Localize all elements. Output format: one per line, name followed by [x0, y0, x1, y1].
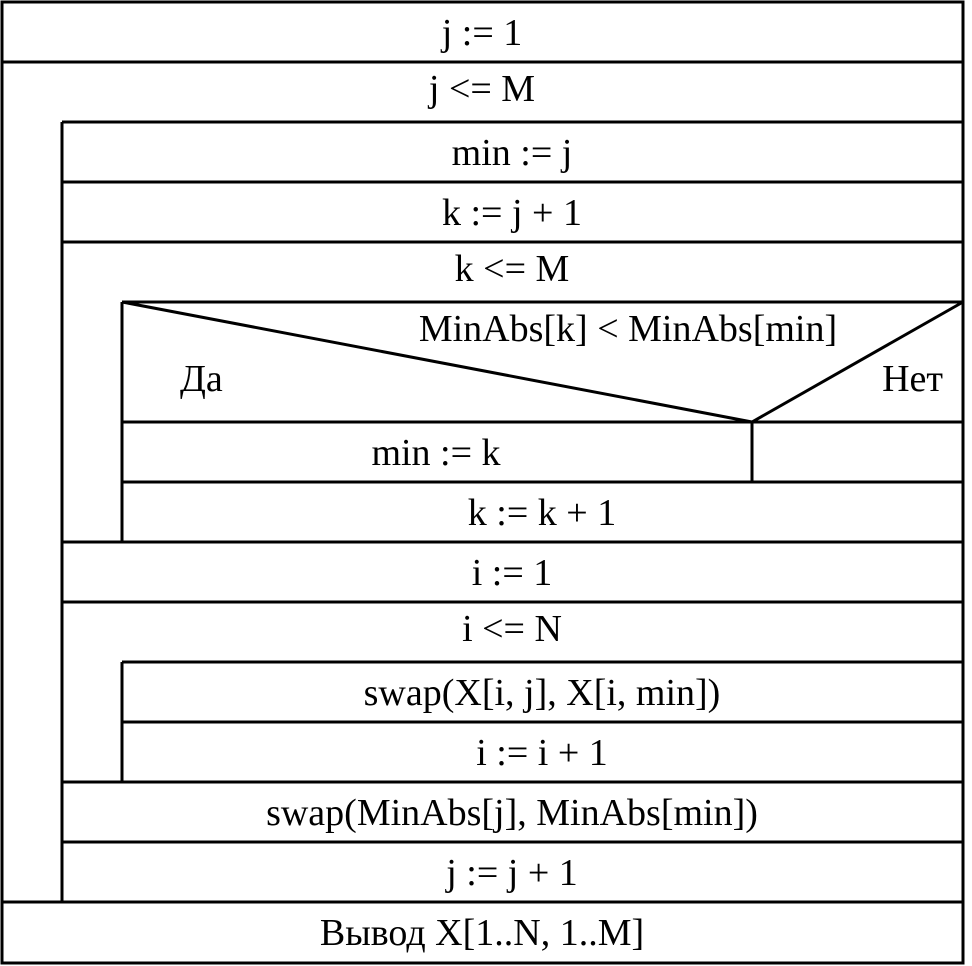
decision-condition: MinAbs[k] < MinAbs[min] — [419, 308, 837, 350]
inc-j-statement: j := j + 1 — [444, 852, 578, 894]
set-min-statement: min := j — [452, 132, 573, 174]
loop-i-condition: i <= N — [462, 608, 562, 650]
decision-yes-label: Да — [180, 358, 223, 400]
loop-k-condition: k <= M — [455, 248, 570, 290]
decision-no-label: Нет — [882, 358, 943, 400]
swap-columns-statement: swap(X[i, j], X[i, min]) — [364, 672, 721, 714]
decision-diagonal-yes — [121, 300, 753, 424]
inc-i-statement: i := i + 1 — [476, 732, 608, 774]
init-i-statement: i := 1 — [472, 552, 553, 594]
inc-k-statement: k := k + 1 — [468, 492, 616, 534]
decision-diagonal-no — [751, 300, 964, 424]
init-k-statement: k := j + 1 — [442, 192, 582, 234]
output-statement: Вывод X[1..N, 1..M] — [320, 912, 644, 954]
init-j-statement: j := 1 — [440, 12, 523, 54]
loop-j-condition: j <= M — [427, 68, 535, 110]
yes-branch-statement: min := k — [371, 432, 500, 474]
swap-minabs-statement: swap(MinAbs[j], MinAbs[min]) — [266, 792, 758, 834]
